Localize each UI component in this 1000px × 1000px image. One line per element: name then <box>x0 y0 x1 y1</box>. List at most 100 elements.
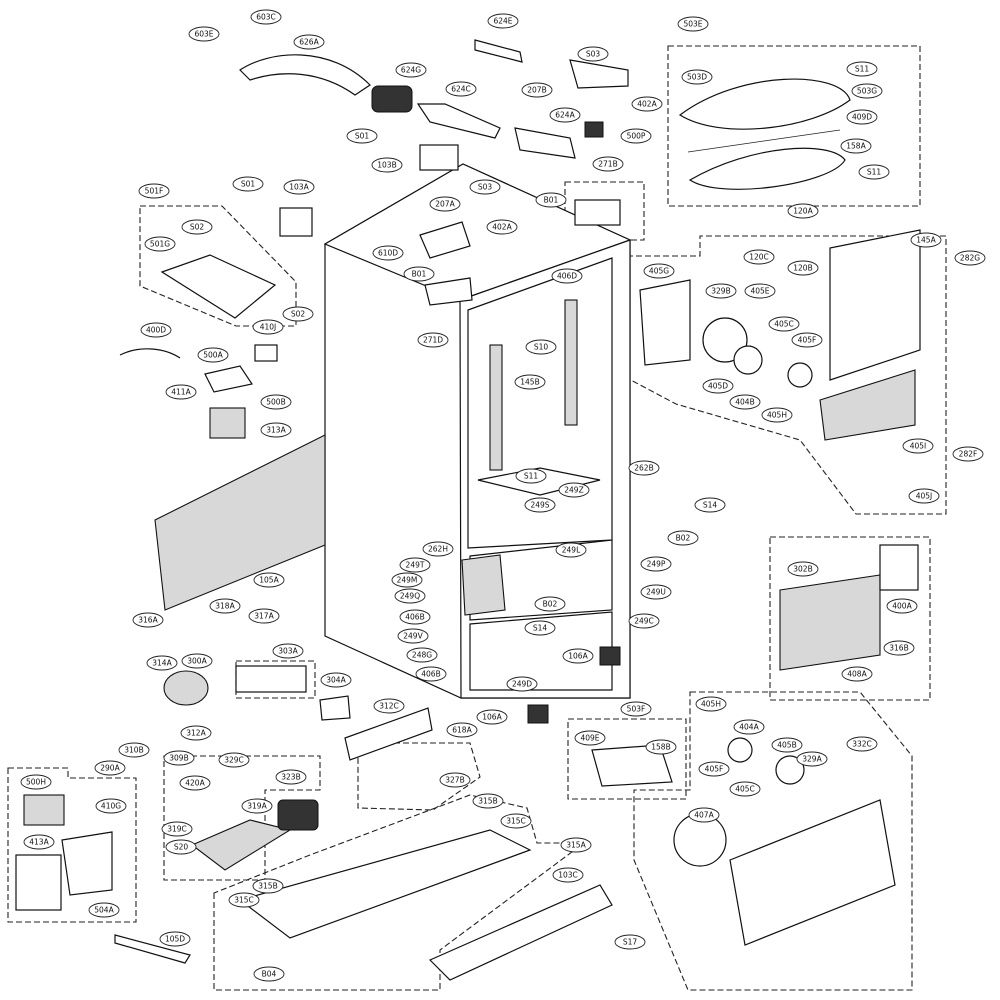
callout-bubble <box>228 892 260 908</box>
callout-503g: 503G <box>851 83 883 99</box>
callout-text: 603E <box>194 30 213 39</box>
part-103b <box>419 144 459 171</box>
part-103a <box>279 207 313 237</box>
callout-158a: 158A <box>840 138 872 154</box>
callout-bubble <box>232 176 264 192</box>
callout-text: 407A <box>694 811 714 820</box>
callout-text: 103B <box>377 161 396 170</box>
callout-b02-mid: B02 <box>534 596 566 612</box>
callout-249m: 249M <box>391 572 423 588</box>
part-405f-top <box>787 362 813 388</box>
callout-text: 400A <box>892 602 912 611</box>
callout-bubble <box>165 384 197 400</box>
callout-bubble <box>272 643 304 659</box>
callout-text: B01 <box>544 196 559 205</box>
callout-501g: 501G <box>144 236 176 252</box>
callout-text: S20 <box>174 843 189 852</box>
refrigerator-cabinet <box>323 163 632 699</box>
part-158b <box>591 744 673 787</box>
callout-bubble <box>406 647 438 663</box>
callout-bubble <box>391 572 423 588</box>
callout-314a: 314A <box>146 655 178 671</box>
callout-315b-bot: 315B <box>252 878 284 894</box>
callout-323b: 323B <box>275 769 307 785</box>
callout-text: 158A <box>846 142 866 151</box>
callout-329b: 329B <box>705 283 737 299</box>
part-207a <box>419 221 471 259</box>
part-300a <box>163 670 209 706</box>
callout-bubble <box>260 394 292 410</box>
callout-bubble <box>562 648 594 664</box>
callout-316b: 316B <box>883 640 915 656</box>
callout-text: 315A <box>566 841 586 850</box>
callout-text: 405F <box>798 336 817 345</box>
callout-text: 329B <box>711 287 730 296</box>
evaporator-302b <box>779 544 919 671</box>
part-624c <box>416 103 501 139</box>
callout-bubble <box>422 541 454 557</box>
callout-bubble <box>886 598 918 614</box>
callout-404a: 404A <box>733 719 765 735</box>
callout-bubble <box>403 266 435 282</box>
callout-bubble <box>574 730 606 746</box>
callout-bubble <box>952 446 984 462</box>
callout-500p: 500P <box>620 128 652 144</box>
callout-249d: 249D <box>506 676 538 692</box>
drawer-cover-503e <box>678 78 851 190</box>
callout-text: 207B <box>527 86 546 95</box>
callout-text: 624E <box>493 17 512 26</box>
callout-bubble <box>535 192 567 208</box>
callout-text: S01 <box>241 180 256 189</box>
callout-bubble <box>346 128 378 144</box>
callout-text: 315C <box>234 896 254 905</box>
callout-bubble <box>705 283 737 299</box>
callout-text: 624C <box>451 85 471 94</box>
callout-310b: 310B <box>118 742 150 758</box>
callout-303a: 303A <box>272 643 304 659</box>
callout-text: 501G <box>150 240 170 249</box>
callout-bubble <box>397 628 429 644</box>
callout-317a: 317A <box>248 608 280 624</box>
callout-bubble <box>146 655 178 671</box>
callout-text: S03 <box>586 50 601 59</box>
callout-106a-mid: 106A <box>476 709 508 725</box>
callout-text: 120C <box>749 253 769 262</box>
part-329b <box>702 317 748 363</box>
part-304a <box>319 695 351 721</box>
callout-bubble <box>253 572 285 588</box>
callout-282g: 282G <box>954 250 986 266</box>
callout-bubble <box>445 81 477 97</box>
callout-text: 315B <box>478 797 497 806</box>
callout-304a: 304A <box>320 672 352 688</box>
callout-bubble <box>138 183 170 199</box>
callout-s03-top: S03 <box>577 46 609 62</box>
part-404a <box>727 737 753 763</box>
callout-332c: 332C <box>846 736 878 752</box>
callout-bubble <box>95 798 127 814</box>
part-evaporator <box>779 574 881 671</box>
callout-s11-top: S11 <box>846 61 878 77</box>
callout-bubble <box>525 339 557 355</box>
callout-text: 500P <box>627 132 646 141</box>
part-105d <box>114 934 191 964</box>
callout-bubble <box>486 219 518 235</box>
callout-bubble <box>181 653 213 669</box>
callout-145b: 145B <box>514 374 546 390</box>
callout-bubble <box>159 931 191 947</box>
group-box-315a <box>213 794 586 991</box>
callout-s17: S17 <box>614 934 646 950</box>
callout-b02-right: B02 <box>667 530 699 546</box>
callout-text: 312C <box>379 702 399 711</box>
callout-315b-top: 315B <box>472 793 504 809</box>
callout-bubble <box>640 556 672 572</box>
callout-282f: 282F <box>952 446 984 462</box>
callout-text: 103A <box>289 183 309 192</box>
callout-bubble <box>761 407 793 423</box>
callout-bubble <box>791 332 823 348</box>
callout-315c-bot: 315C <box>228 892 260 908</box>
callout-bubble <box>320 672 352 688</box>
callout-bubble <box>910 232 942 248</box>
callout-bubble <box>395 62 427 78</box>
callout-bubble <box>132 612 164 628</box>
group-box-319 <box>163 755 321 881</box>
